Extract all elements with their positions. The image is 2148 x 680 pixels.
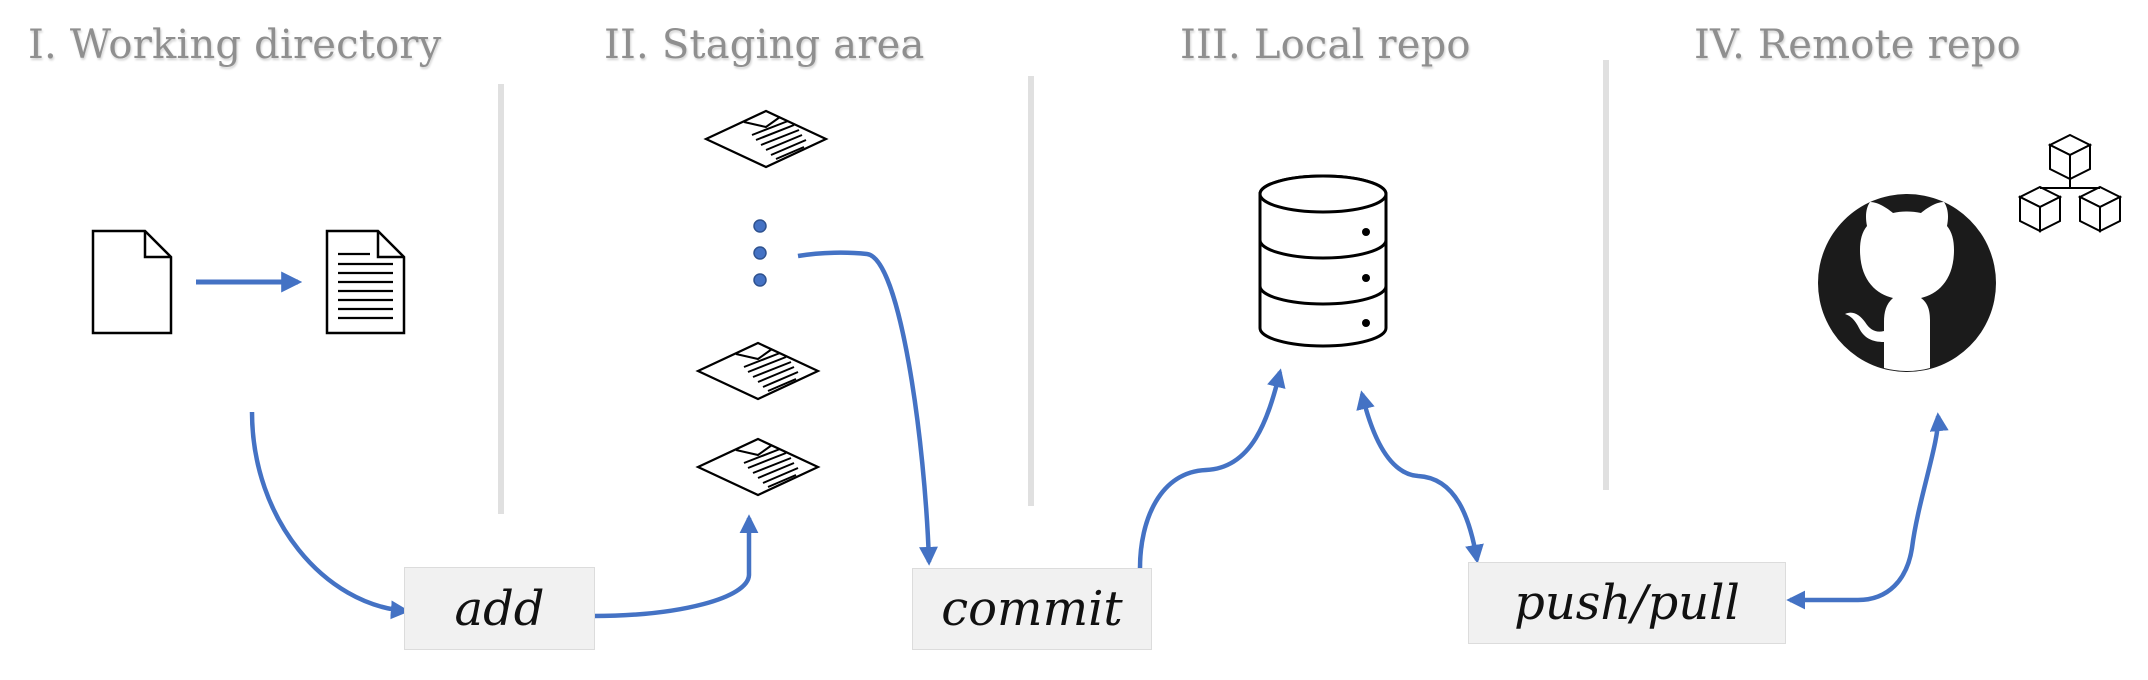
arrow-add-to-staging <box>592 514 759 619</box>
ellipsis-icon <box>753 219 767 287</box>
staged-file-icon <box>696 341 820 401</box>
text-file-icon <box>325 229 406 335</box>
commit-command-box: commit <box>912 568 1152 650</box>
section-title-working-directory: I. Working directory <box>28 22 442 68</box>
staged-file-icon <box>696 437 820 497</box>
arrow-local-pushpull <box>1356 390 1484 564</box>
staged-file-icon <box>704 109 828 169</box>
section-title-local-repo: III. Local repo <box>1180 22 1471 68</box>
add-command-box: add <box>404 567 595 650</box>
database-icon <box>1258 174 1388 348</box>
arrow-pushpull-remote <box>1786 412 1949 610</box>
cubes-icon <box>2019 134 2121 232</box>
section-title-remote-repo: IV. Remote repo <box>1694 22 2021 68</box>
arrow-commit-to-local <box>1137 368 1286 569</box>
arrow-staging-to-commit <box>797 250 938 566</box>
arrow-to-add <box>249 411 410 620</box>
section-title-staging-area: II. Staging area <box>604 22 925 68</box>
blank-file-icon <box>91 229 173 335</box>
push-pull-command-box: push/pull <box>1468 562 1786 644</box>
github-logo-icon <box>1818 194 1996 372</box>
